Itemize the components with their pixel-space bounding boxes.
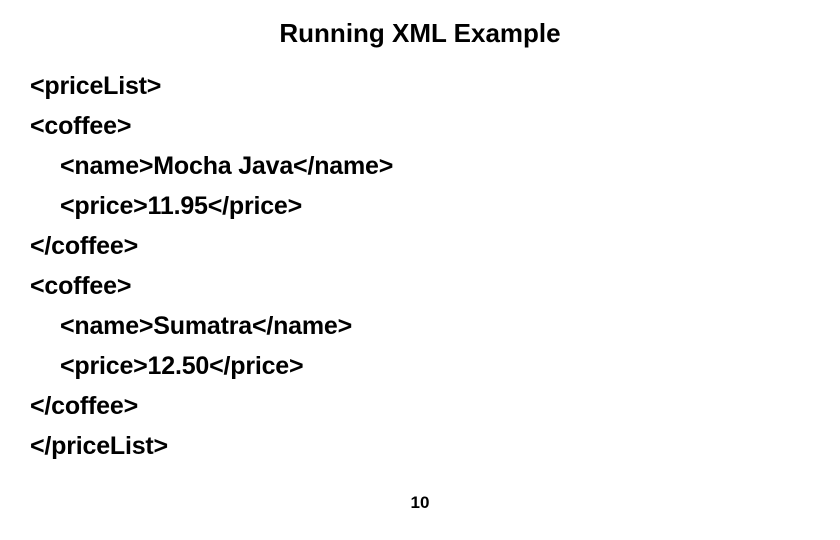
code-line: <price>12.50</price>	[60, 352, 304, 380]
code-line: <coffee>	[30, 112, 132, 140]
xml-code-block: <priceList> <coffee> <name>Mocha Java</n…	[30, 66, 810, 466]
code-line: <priceList>	[30, 72, 162, 100]
code-line: <coffee>	[30, 272, 132, 300]
code-line: </coffee>	[30, 232, 138, 260]
page-title: Running XML Example	[279, 18, 561, 48]
code-line: <name>Mocha Java</name>	[60, 152, 394, 180]
code-line: </priceList>	[30, 432, 168, 460]
code-line: <name>Sumatra</name>	[60, 312, 352, 340]
code-line: </coffee>	[30, 392, 138, 420]
code-line: <price>11.95</price>	[60, 192, 303, 220]
page-number: 10	[410, 493, 430, 512]
